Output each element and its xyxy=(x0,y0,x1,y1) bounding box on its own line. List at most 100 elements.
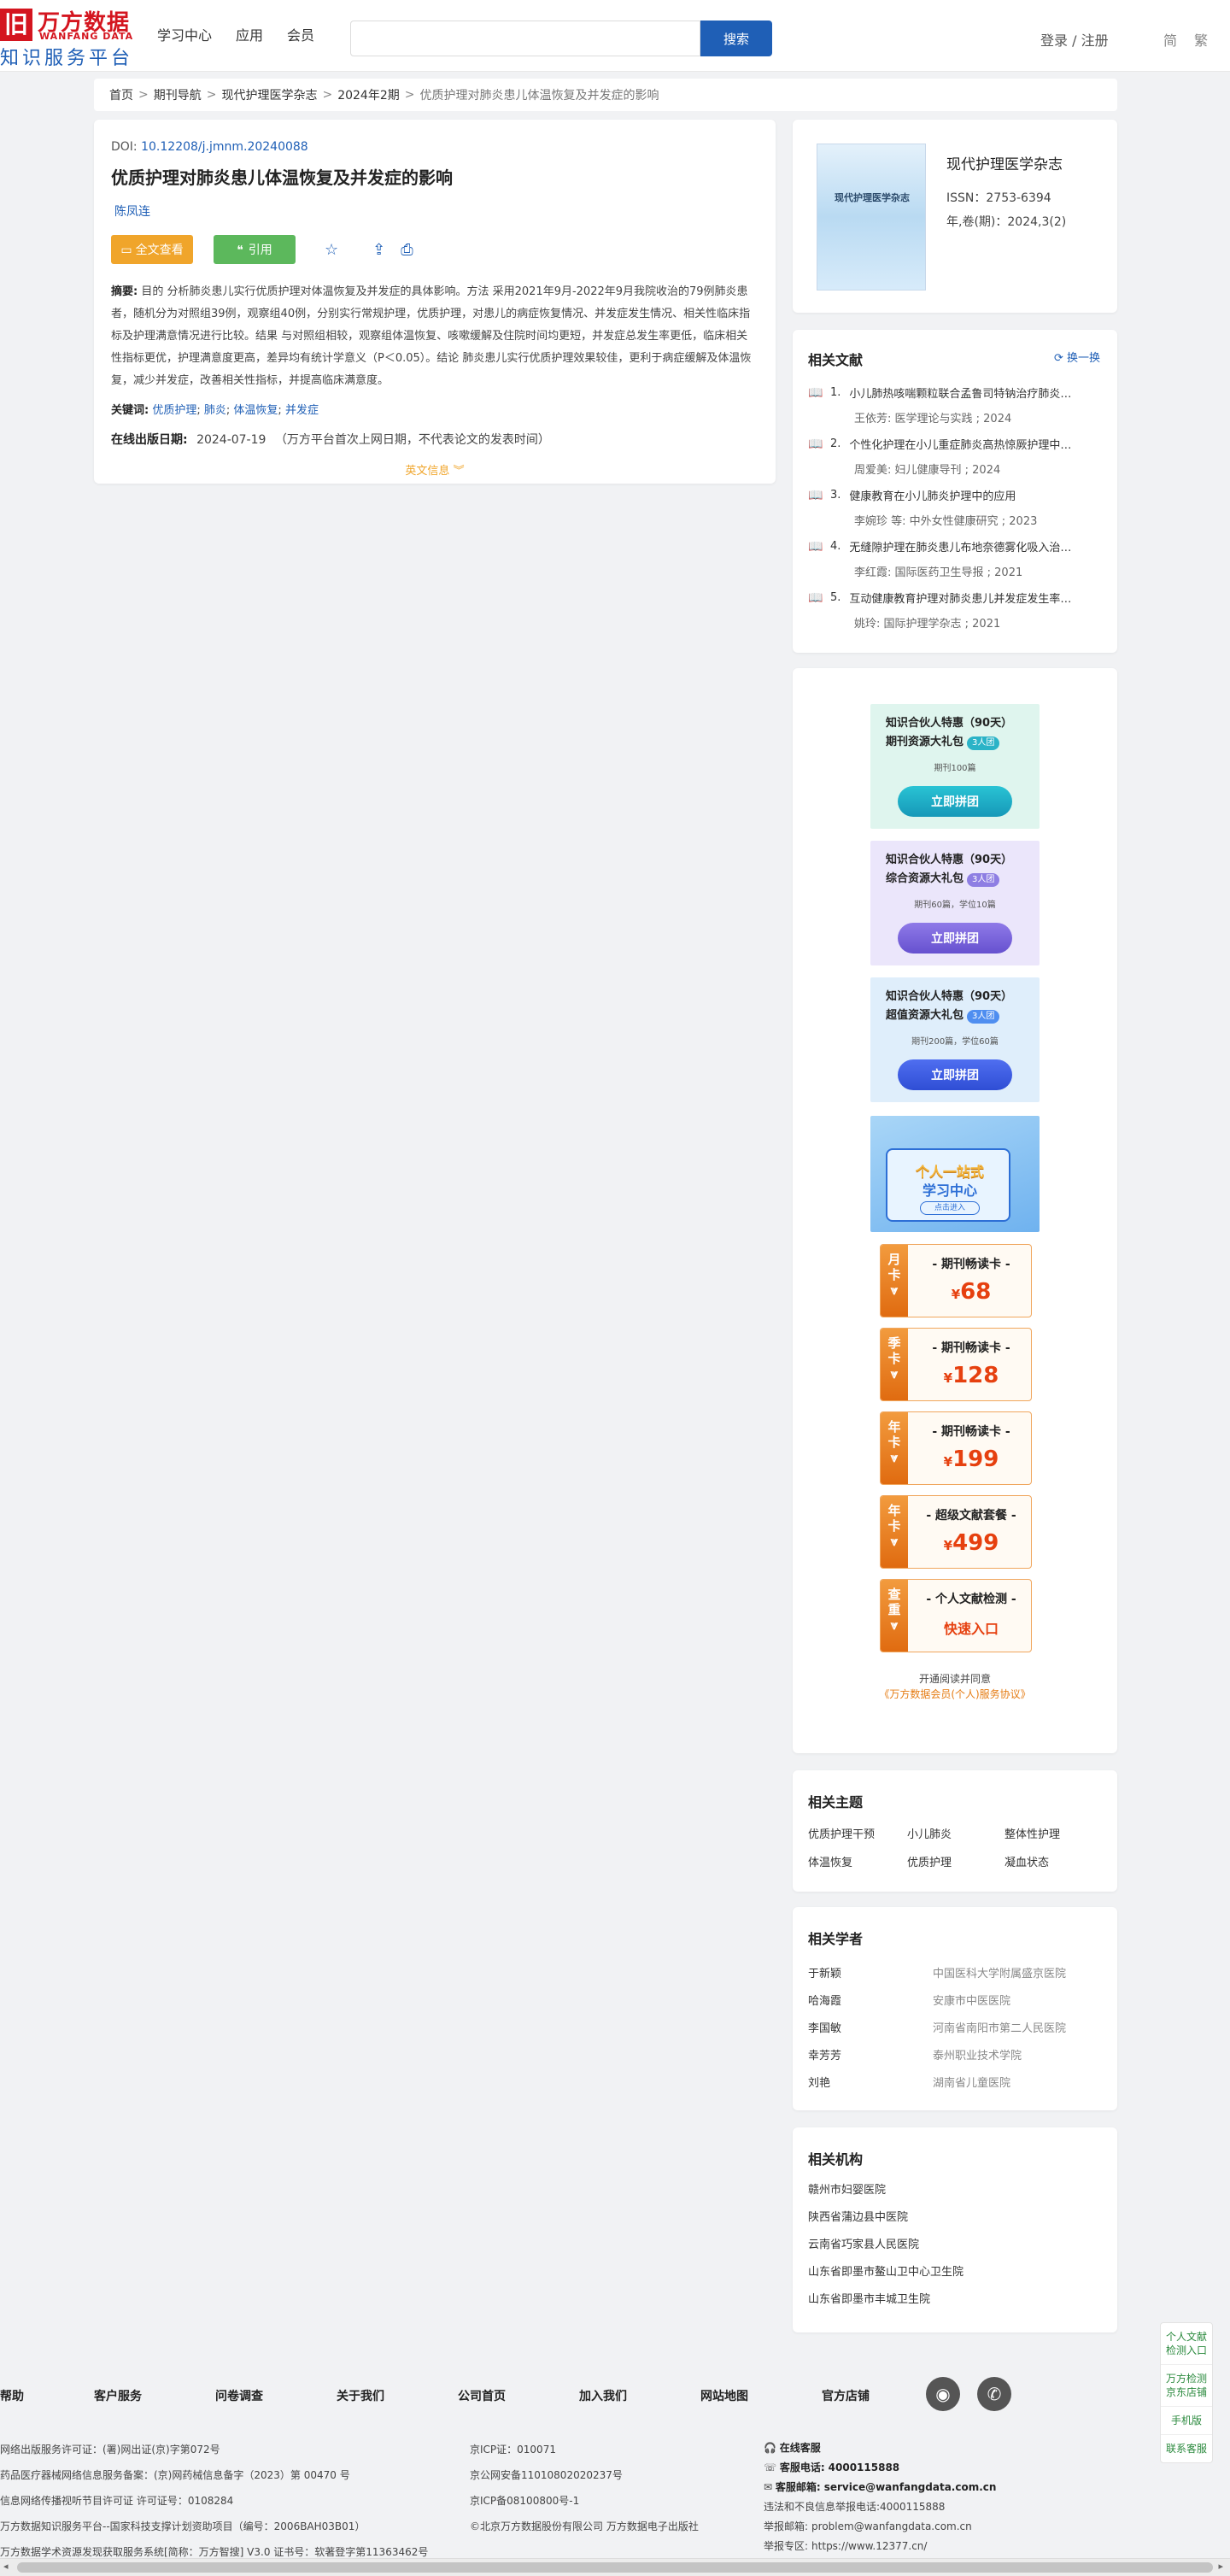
study-center-banner[interactable]: 个人一站式 学习中心 点击进入 xyxy=(870,1116,1040,1232)
wechat-icon[interactable]: ✆ xyxy=(977,2377,1011,2411)
contact-value[interactable]: https://www.12377.cn/ xyxy=(811,2540,928,2552)
journal-card-yearly[interactable]: 年卡⩔ - 期刊畅读卡 - ¥199 xyxy=(880,1411,1032,1485)
float-jd-store[interactable]: 万方检测京东店铺 xyxy=(1161,2365,1212,2407)
nav-apps[interactable]: 应用 xyxy=(236,27,264,44)
float-mobile-version[interactable]: 手机版 xyxy=(1161,2407,1212,2435)
search-input[interactable] xyxy=(350,21,700,56)
scholar-name[interactable]: 于新颖 xyxy=(808,1967,842,1980)
journal-cover[interactable]: 现代护理医学杂志 xyxy=(817,144,926,290)
scholar-name[interactable]: 幸芳芳 xyxy=(808,2049,842,2063)
footer-survey[interactable]: 问卷调查 xyxy=(215,2390,263,2403)
keyword-link[interactable]: 体温恢复 xyxy=(233,404,278,417)
item-title[interactable]: 互动健康教育护理对肺炎患儿并发症发生率… xyxy=(849,593,1072,606)
online-service-link[interactable]: 在线客服 xyxy=(779,2442,821,2454)
footer-sitemap[interactable]: 网站地图 xyxy=(700,2390,748,2403)
scroll-right-icon[interactable]: ▸ xyxy=(1218,2561,1223,2572)
english-info-toggle[interactable]: 英文信息 ︾ xyxy=(111,461,758,478)
item-title[interactable]: 健康教育在小儿肺炎护理中的应用 xyxy=(849,490,1016,503)
org-link[interactable]: 陕西省蒲边县中医院 xyxy=(808,2211,909,2224)
cite-button[interactable]: ❝引用 xyxy=(214,235,296,264)
footer-customer-service[interactable]: 客户服务 xyxy=(94,2390,142,2403)
topic-link[interactable]: 体温恢复 xyxy=(808,1857,853,1869)
topic-link[interactable]: 优质护理 xyxy=(907,1857,952,1869)
scholar-org[interactable]: 中国医科大学附属盛京医院 xyxy=(933,1967,1067,1980)
print-icon[interactable]: ⎙ xyxy=(401,240,413,259)
keyword-link[interactable]: 优质护理 xyxy=(152,404,197,417)
float-contact-service[interactable]: 联系客服 xyxy=(1165,2443,1207,2455)
item-title[interactable]: 无缝隙护理在肺炎患儿布地奈德雾化吸入治… xyxy=(849,542,1072,555)
weibo-icon[interactable]: ◉ xyxy=(926,2377,960,2411)
list-item[interactable]: 📖5.互动健康教育护理对肺炎患儿并发症发生率… 姚玲: 国际护理学杂志 ; 20… xyxy=(808,590,1102,641)
org-link[interactable]: 山东省即墨市鳌山卫中心卫生院 xyxy=(808,2266,964,2279)
journal-card-quarterly[interactable]: 季卡⩔ - 期刊畅读卡 - ¥128 xyxy=(880,1328,1032,1401)
agreement-link[interactable]: 《万方数据会员(个人)服务协议》 xyxy=(879,1688,1031,1700)
keywords: 关键词: 优质护理; 肺炎; 体温恢复; 并发症 xyxy=(111,404,319,417)
lang-traditional[interactable]: 繁 xyxy=(1194,32,1209,49)
list-item[interactable]: 📖1.小儿肺热咳喘颗粒联合孟鲁司特钠治疗肺炎… 王依芳: 医学理论与实践 ; 2… xyxy=(808,384,1102,436)
topic-link[interactable]: 小儿肺炎 xyxy=(907,1828,952,1841)
nav-learning-center[interactable]: 学习中心 xyxy=(157,27,213,44)
scholar-org[interactable]: 泰州职业技术学院 xyxy=(933,2049,1022,2063)
list-item[interactable]: 📖3.健康教育在小儿肺炎护理中的应用 李婉珍 等: 中外女性健康研究 ; 202… xyxy=(808,487,1102,538)
fulltext-button[interactable]: ▭全文查看 xyxy=(111,235,193,264)
scholar-name[interactable]: 李国敏 xyxy=(808,2021,842,2035)
breadcrumb-issue[interactable]: 2024年2期 xyxy=(337,89,400,103)
journal-name[interactable]: 现代护理医学杂志 xyxy=(946,156,1063,173)
share-icon[interactable]: ⇪ xyxy=(372,240,386,259)
banner-enter-button[interactable]: 点击进入 xyxy=(920,1201,980,1215)
scholar-org[interactable]: 河南省南阳市第二人民医院 xyxy=(933,2021,1067,2035)
breadcrumb-journal[interactable]: 现代护理医学杂志 xyxy=(221,89,318,103)
group-buy-button[interactable]: 立即拼团 xyxy=(898,923,1012,954)
lang-simplified[interactable]: 简 xyxy=(1163,32,1178,49)
org-link[interactable]: 山东省即墨市丰城卫生院 xyxy=(808,2293,931,2306)
list-item[interactable]: 📖2.个性化护理在小儿重症肺炎高热惊厥护理中… 周爱美: 妇儿健康导刊 ; 20… xyxy=(808,436,1102,487)
org-link[interactable]: 云南省巧家县人民医院 xyxy=(808,2239,920,2251)
contact-value[interactable]: service@wanfangdata.com.cn xyxy=(823,2481,997,2493)
contact-value[interactable]: problem@wanfangdata.com.cn xyxy=(811,2520,972,2532)
footer-about[interactable]: 关于我们 xyxy=(337,2390,384,2403)
scrollbar-thumb[interactable] xyxy=(17,2562,1213,2573)
quick-entry[interactable]: 快速入口 xyxy=(943,1621,999,1637)
float-plagiarism-entry[interactable]: 个人文献检测入口 xyxy=(1161,2323,1212,2365)
topic-link[interactable]: 凝血状态 xyxy=(1004,1857,1050,1869)
topic-link[interactable]: 优质护理干预 xyxy=(808,1828,876,1841)
site-logo[interactable]: 旧 万方数据 WANFANG DATA 知识服务平台 xyxy=(0,5,137,69)
breadcrumb-home[interactable]: 首页 xyxy=(109,89,133,103)
org-link[interactable]: 赣州市妇婴医院 xyxy=(808,2184,887,2197)
footer-company-home[interactable]: 公司首页 xyxy=(458,2390,506,2403)
list-item[interactable]: 📖4.无缝隙护理在肺炎患儿布地奈德雾化吸入治… 李红霞: 国际医药卫生导报 ; … xyxy=(808,538,1102,590)
swap-button[interactable]: ⟳ 换一换 xyxy=(1054,349,1100,365)
search-bar: 搜索 xyxy=(350,21,772,56)
scholar-org[interactable]: 湖南省儿童医院 xyxy=(933,2076,1011,2090)
search-button[interactable]: 搜索 xyxy=(700,21,772,56)
journal-card-monthly[interactable]: 月卡⩔ - 期刊畅读卡 - ¥68 xyxy=(880,1244,1032,1317)
keyword-link[interactable]: 肺炎 xyxy=(203,404,226,417)
scroll-left-icon[interactable]: ◂ xyxy=(3,2561,9,2572)
item-title[interactable]: 小儿肺热咳喘颗粒联合孟鲁司特钠治疗肺炎… xyxy=(849,388,1072,401)
login-register-link[interactable]: 登录 / 注册 xyxy=(1040,32,1109,49)
keyword-link[interactable]: 并发症 xyxy=(284,404,319,417)
scholar-org[interactable]: 安康市中医医院 xyxy=(933,1994,1011,2008)
item-title[interactable]: 个性化护理在小儿重症肺炎高热惊厥护理中… xyxy=(849,439,1072,452)
icp-line: 京ICP证：010071 xyxy=(470,2444,556,2456)
horizontal-scrollbar[interactable]: ◂ ▸ xyxy=(0,2558,1230,2576)
group-buy-button[interactable]: 立即拼团 xyxy=(898,786,1012,817)
nav-member[interactable]: 会员 xyxy=(287,27,315,44)
footer-join-us[interactable]: 加入我们 xyxy=(579,2390,627,2403)
favorite-star-icon[interactable]: ☆ xyxy=(325,240,339,259)
topic-link[interactable]: 整体性护理 xyxy=(1004,1828,1061,1841)
group-buy-button[interactable]: 立即拼团 xyxy=(898,1059,1012,1090)
footer-contact: 🎧 在线客服 ☏ 客服电话:4000115888 ✉ 客服邮箱:service@… xyxy=(764,2438,996,2556)
breadcrumb-journal-nav[interactable]: 期刊导航 xyxy=(153,89,202,103)
super-package-card[interactable]: 年卡⩔ - 超级文献套餐 - ¥499 xyxy=(880,1495,1032,1569)
scholar-name[interactable]: 哈海霞 xyxy=(808,1994,842,2008)
doi-link[interactable]: 10.12208/j.jmnm.20240088 xyxy=(141,140,308,154)
footer-help[interactable]: 帮助 xyxy=(0,2390,24,2403)
footer-official-store[interactable]: 官方店铺 xyxy=(822,2390,870,2403)
scholar-name[interactable]: 刘艳 xyxy=(808,2076,831,2090)
author-link[interactable]: 陈凤连 xyxy=(114,205,150,219)
plagiarism-check-card[interactable]: 查重⩔ - 个人文献检测 - 快速入口 xyxy=(880,1579,1032,1652)
